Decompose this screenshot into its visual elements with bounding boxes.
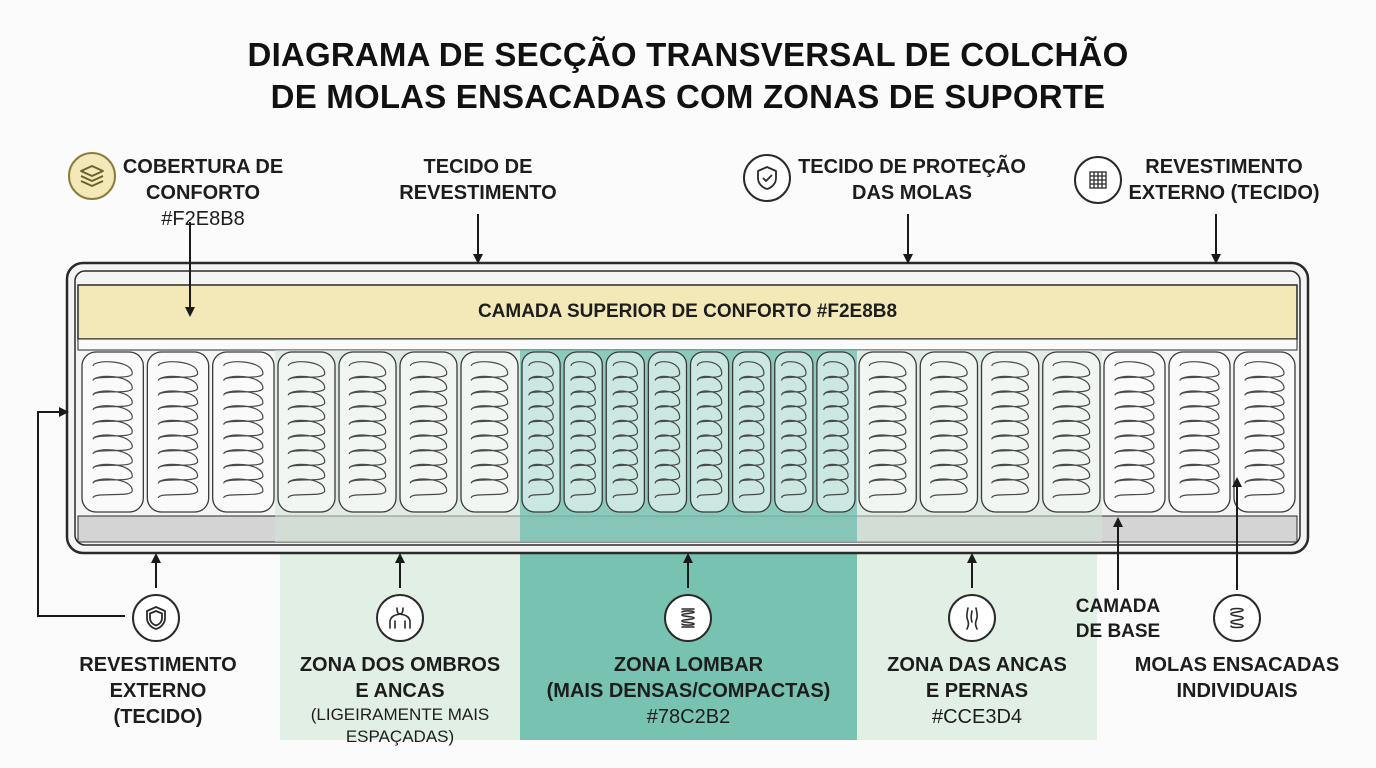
pocket-springs-label: MOLAS ENSACADAS INDIVIDUAIS (1126, 652, 1348, 704)
diagram-title: DIAGRAMA DE SECÇÃO TRANSVERSAL DE COLCHÃ… (0, 34, 1376, 118)
shoulders-zone-line-4: ESPAÇADAS) (345, 727, 455, 746)
spring-pocket (338, 351, 397, 513)
spring-protection-line-2: DAS MOLAS (852, 182, 972, 204)
shoulders-zone-line-2: E ANCAS (355, 680, 445, 702)
lumbar-zone-color: #78C2B2 (646, 706, 731, 728)
spring-coil (409, 361, 448, 499)
spring-protection-fabric (77, 338, 1298, 351)
spring-pocket (81, 351, 144, 513)
spring-coil (470, 361, 509, 499)
spring-pocket (1168, 351, 1231, 513)
lumbar-zone-line-1: ZONA LOMBAR (613, 654, 764, 676)
fabric-grid-icon (1074, 156, 1122, 204)
spring-pocket (460, 351, 519, 513)
lumbar-zone-label: ZONA LOMBAR (MAIS DENSAS/COMPACTAS) #78C… (522, 652, 855, 730)
hips-legs-zone-color: #CCE3D4 (931, 706, 1023, 728)
hips-legs-zone-line-2: E PERNAS (925, 680, 1029, 702)
spring-pocket (980, 351, 1040, 513)
spring-coil (570, 361, 596, 499)
layers-icon (68, 152, 116, 200)
spring-pocket (521, 351, 561, 513)
spring-pocket (1233, 351, 1296, 513)
inner-ticking-line (74, 270, 1301, 546)
spring-coil (929, 361, 968, 499)
spring-coil (612, 361, 639, 499)
shoulders-zone-label: ZONA DOS OMBROS E ANCAS (LIGEIRAMENTE MA… (282, 652, 518, 748)
comfort-cover-line-1: COBERTURA DE (122, 156, 284, 178)
ticking-fabric-line-1: TECIDO DE (423, 156, 533, 178)
spring-pocket (774, 351, 814, 513)
spring-coil (287, 361, 326, 499)
comfort-cover-label: COBERTURA DE CONFORTO #F2E8B8 (114, 154, 292, 232)
spring-coil (823, 361, 849, 499)
spring-coil (868, 361, 907, 499)
spring-pocket (689, 351, 730, 513)
spring-coil (157, 361, 199, 499)
comfort-layer (77, 284, 1298, 340)
spring-pocket (647, 351, 688, 513)
outer-cover-bottom-line-3: (TECIDO) (113, 706, 203, 728)
outer-cover-side-arrow (37, 407, 125, 617)
title-line-1: DIAGRAMA DE SECÇÃO TRANSVERSAL DE COLCHÃ… (247, 36, 1129, 73)
base-layer-label: CAMADA DE BASE (1062, 594, 1174, 644)
comfort-cover-color: #F2E8B8 (161, 208, 245, 230)
spring-coil (348, 361, 387, 499)
spring-coil (1114, 361, 1155, 499)
shoulders-zone-line-3: (LIGEIRAMENTE MAIS (310, 705, 490, 724)
spring-coil (1179, 361, 1220, 499)
pocket-springs-line-1: MOLAS ENSACADAS (1134, 654, 1340, 676)
spring-protection-line-1: TECIDO DE PROTEÇÃO (798, 156, 1026, 178)
shield-check-icon (743, 154, 791, 202)
shield-icon (132, 594, 180, 642)
spring-pocket (1103, 351, 1166, 513)
comfort-layer-label: CAMADA SUPERIOR DE CONFORTO #F2E8B8 (477, 301, 898, 322)
spring-coil (92, 361, 133, 499)
spring-pocket (146, 351, 210, 513)
spring-pocket (731, 351, 772, 513)
spring-pocket (563, 351, 603, 513)
spring-coil (991, 361, 1030, 499)
outer-cover-top-label: REVESTIMENTO EXTERNO (TECIDO) (1122, 154, 1326, 206)
spring-pocket (858, 351, 917, 513)
outer-cover-top-line-1: REVESTIMENTO (1145, 156, 1303, 178)
spring-pocket (816, 351, 856, 513)
spring-coil (223, 361, 264, 499)
ticking-fabric-line-2: REVESTIMENTO (399, 182, 557, 204)
outer-cover-bottom-line-2: EXTERNO (109, 680, 207, 702)
outer-cover-bottom-label: REVESTIMENTO EXTERNO (TECIDO) (60, 652, 256, 730)
title-line-2: DE MOLAS ENSACADAS COM ZONAS DE SUPORTE (270, 78, 1106, 115)
spring-pocket (919, 351, 979, 513)
spring-coil (781, 361, 807, 499)
base-layer-line-1: CAMADA (1075, 596, 1161, 617)
spring-pocket (399, 351, 458, 513)
spring-coil (528, 361, 554, 499)
shoulders-icon (376, 594, 424, 642)
spring-coil (696, 361, 723, 499)
spring-coil (654, 361, 681, 499)
ticking-fabric-label: TECIDO DE REVESTIMENTO (378, 154, 578, 206)
coil-spring-icon (664, 594, 712, 642)
spring-coil (738, 361, 765, 499)
spring-coil (1052, 361, 1091, 499)
hips-legs-zone-line-1: ZONA DAS ANCAS (887, 654, 1067, 676)
pocket-springs-line-2: INDIVIDUAIS (1176, 680, 1298, 702)
outer-cover-top-line-2: EXTERNO (TECIDO) (1128, 182, 1320, 204)
shoulders-zone-line-1: ZONA DOS OMBROS (299, 654, 501, 676)
legs-icon (948, 594, 996, 642)
spring-icon (1213, 594, 1261, 642)
spring-pocket (277, 351, 336, 513)
outer-cover-bottom-line-1: REVESTIMENTO (79, 654, 237, 676)
spring-pocket (605, 351, 646, 513)
lumbar-zone-line-2: (MAIS DENSAS/COMPACTAS) (546, 680, 831, 702)
spring-protection-label: TECIDO DE PROTEÇÃO DAS MOLAS (796, 154, 1028, 206)
spring-coil (1244, 361, 1285, 499)
comfort-cover-line-2: CONFORTO (145, 182, 261, 204)
base-layer-line-2: DE BASE (1075, 621, 1161, 642)
spring-pocket (212, 351, 275, 513)
hips-legs-zone-label: ZONA DAS ANCAS E PERNAS #CCE3D4 (859, 652, 1095, 730)
spring-pocket (1042, 351, 1101, 513)
pocket-springs-row (81, 351, 1296, 513)
